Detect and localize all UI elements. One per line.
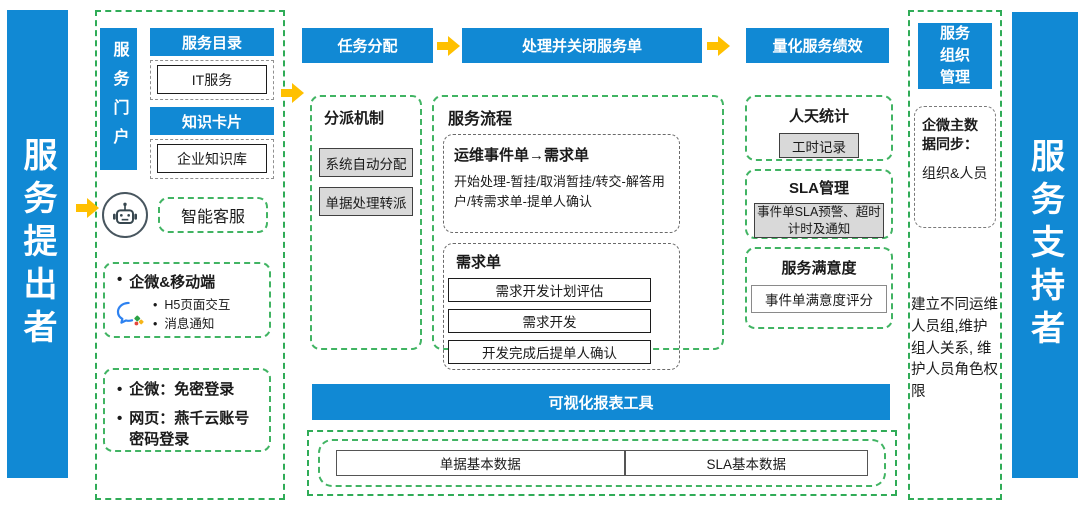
arrow-right-icon xyxy=(707,36,731,56)
right-role-bar: 服务支持者 xyxy=(1012,12,1078,478)
incident-desc: 开始处理-暂挂/取消暂挂/转交-解答用户/转需求单-提单人确认 xyxy=(454,174,665,209)
report-data-box-ticket: 单据基本数据 xyxy=(336,450,625,476)
org-management-header: 服务组织管理 xyxy=(918,23,992,89)
robot-icon xyxy=(102,192,148,238)
arrow-right-icon xyxy=(76,198,100,218)
metric-item-sla-alert: 事件单SLA预警、超时计时及通知 xyxy=(754,203,884,238)
it-service-box: IT服务 xyxy=(157,65,267,94)
mobile-feature-item: 消息通知 xyxy=(153,315,230,334)
service-process-panel: 服务流程 运维事件单→需求单 开始处理-暂挂/取消暂挂/转交-解答用户/转需求单… xyxy=(432,95,724,370)
org-sync-value: 组织&人员 xyxy=(922,164,988,181)
service-catalog-group: IT服务 xyxy=(150,60,274,100)
report-outer-frame: 单据基本数据 SLA基本数据 xyxy=(307,430,897,496)
report-tool-bar: 可视化报表工具 xyxy=(312,384,890,420)
knowledge-group: 企业知识库 xyxy=(150,139,274,179)
metric-title: SLA管理 xyxy=(788,180,849,197)
dispatch-panel: 分派机制 系统自动分配 单据处理转派 xyxy=(310,95,422,350)
metric-item-satisfaction-score: 事件单满意度评分 xyxy=(751,285,887,313)
org-sync-box: 企微主数据同步： 组织&人员 xyxy=(914,106,996,228)
service-catalog-header: 服务目录 xyxy=(150,28,274,56)
robot-face-glyph xyxy=(113,202,137,224)
dispatch-item-transfer: 单据处理转派 xyxy=(319,187,413,216)
knowledge-card-header: 知识卡片 xyxy=(150,107,274,135)
demand-step: 开发完成后提单人确认 xyxy=(448,340,651,364)
flow-step-process-close: 处理并关闭服务单 xyxy=(462,28,702,63)
report-data-box-sla: SLA基本数据 xyxy=(624,450,868,476)
left-role-bar: 服务提出者 xyxy=(7,10,68,478)
report-inner-frame: 单据基本数据 SLA基本数据 xyxy=(318,439,886,487)
demand-title: 需求单 xyxy=(456,254,502,271)
metric-panel-workdays: 人天统计 工时记录 xyxy=(745,95,893,161)
dispatch-title: 分派机制 xyxy=(324,110,385,127)
org-note: 建立不同运维人员组,维护组人关系, 维护人员角色权限 xyxy=(911,297,998,400)
metric-panel-satisfaction: 服务满意度 事件单满意度评分 xyxy=(745,247,893,329)
metric-title: 人天统计 xyxy=(788,108,849,125)
wecom-mobile-title: 企微&移动端 xyxy=(105,264,269,292)
demand-step: 需求开发计划评估 xyxy=(448,278,651,302)
arrow-right-icon xyxy=(281,83,305,103)
login-method-item: 企微：免密登录 xyxy=(117,380,261,400)
demand-subpanel: 需求单 需求开发计划评估 需求开发 开发完成后提单人确认 xyxy=(443,243,680,370)
login-methods-box: 企微：免密登录 网页：燕千云账号密码登录 xyxy=(103,368,271,452)
incident-subpanel: 运维事件单→需求单 开始处理-暂挂/取消暂挂/转交-解答用户/转需求单-提单人确… xyxy=(443,134,680,233)
flow-step-quantify: 量化服务绩效 xyxy=(746,28,889,63)
process-title: 服务流程 xyxy=(448,111,513,128)
dispatch-item-auto: 系统自动分配 xyxy=(319,148,413,177)
service-portal-bar: 服务门户 xyxy=(100,28,137,170)
service-portal-frame xyxy=(95,10,285,500)
wecom-icon xyxy=(111,294,153,335)
login-method-item: 网页：燕千云账号密码登录 xyxy=(117,409,261,450)
wecom-mobile-box: 企微&移动端 H5页面交互 消息通知 xyxy=(103,262,271,338)
metric-item-timesheet: 工时记录 xyxy=(779,133,859,158)
arrow-right-icon xyxy=(437,36,461,56)
org-sync-title: 企微主数据同步： xyxy=(922,117,978,152)
metric-panel-sla: SLA管理 事件单SLA预警、超时计时及通知 xyxy=(745,169,893,239)
demand-step: 需求开发 xyxy=(448,309,651,333)
smart-service-box: 智能客服 xyxy=(158,197,268,233)
mobile-feature-item: H5页面交互 xyxy=(153,296,230,315)
knowledge-base-box: 企业知识库 xyxy=(157,144,267,173)
service-org-frame xyxy=(908,10,1002,500)
flow-step-task-assign: 任务分配 xyxy=(302,28,433,63)
incident-title: 运维事件单→需求单 xyxy=(454,147,590,164)
metric-title: 服务满意度 xyxy=(781,260,857,277)
